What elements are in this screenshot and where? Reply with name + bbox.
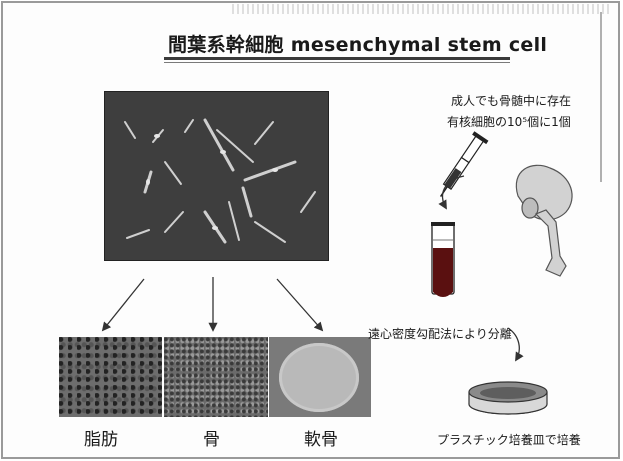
centrifuge-tube-icon [431, 222, 455, 297]
label-cartilage: 軟骨 [304, 425, 338, 450]
adipocyte-image [59, 337, 162, 417]
label-fat: 脂肪 [84, 425, 118, 450]
syringe-icon [434, 131, 489, 201]
arrow-to-fat [103, 279, 144, 330]
label-bone: 骨 [203, 425, 220, 450]
arrow-to-cartilage [277, 279, 322, 330]
chondrocyte-image [269, 337, 371, 417]
note-culture: プラスチック培養皿で培養 [437, 431, 581, 448]
note-adult-line1: 成人でも骨髄中に存在 [451, 92, 571, 109]
bone-icon [516, 165, 572, 276]
note-adult-line2: 有核細胞の10⁵個に1個 [447, 113, 571, 130]
cartilage-pellet [279, 343, 359, 412]
culture-dish-icon [469, 382, 547, 414]
note-separation: 遠心密度勾配法により分離 [368, 325, 512, 342]
osteocyte-image [164, 337, 268, 417]
